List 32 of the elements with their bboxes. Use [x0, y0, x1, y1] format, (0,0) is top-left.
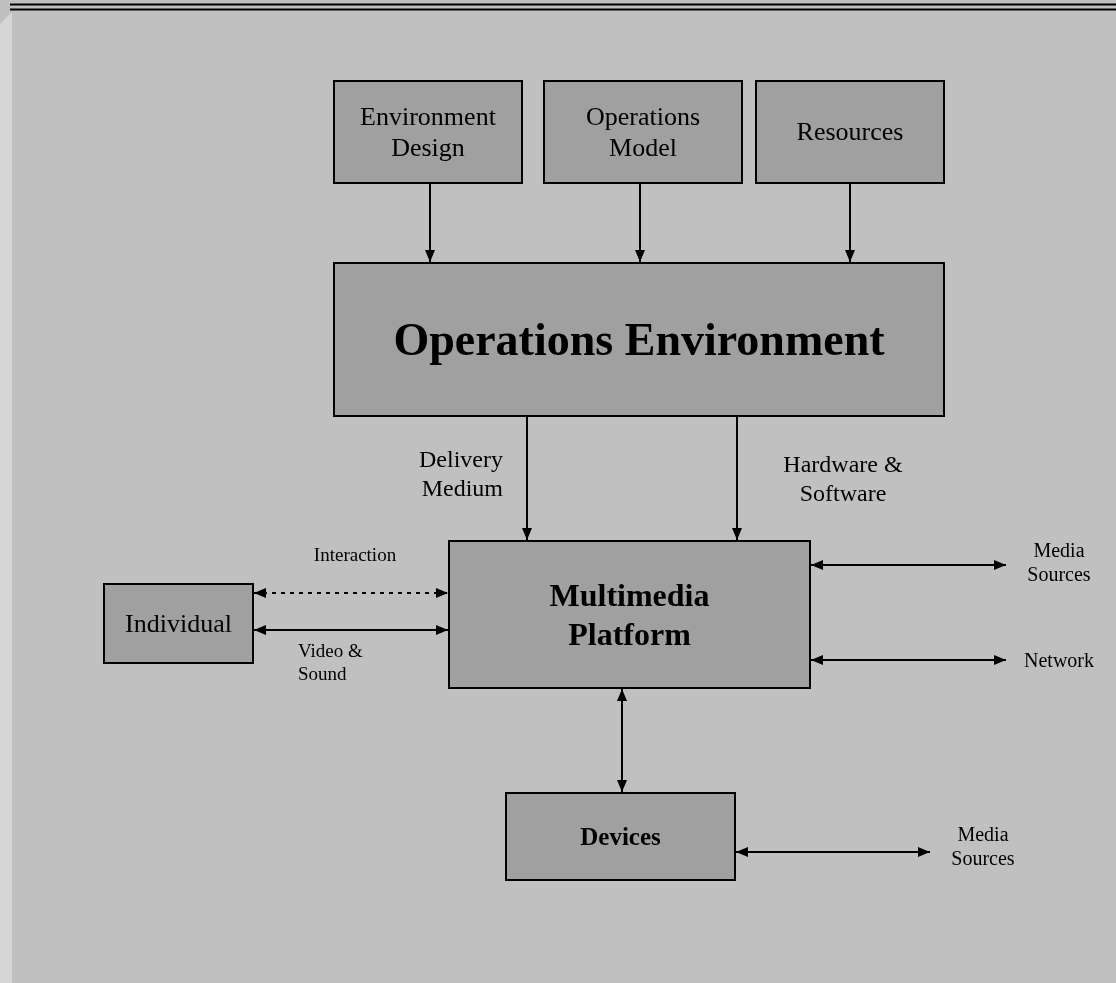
text-label: Network [1006, 645, 1112, 675]
arrow [732, 416, 742, 541]
box-label: Environment Design [359, 100, 497, 164]
box-label: Multimedia Platform [548, 576, 711, 653]
edge-label: Interaction [312, 544, 398, 567]
text-label: Media Sources [1006, 532, 1112, 592]
text-label: Media Sources [930, 816, 1036, 876]
process-box [448, 540, 811, 689]
arrow [810, 655, 1007, 665]
box-label: Operations Environment [393, 312, 885, 367]
edge-label: Hardware & Software [782, 450, 904, 508]
arrow [810, 560, 1007, 570]
arrow [253, 625, 449, 635]
process-box [505, 792, 736, 881]
edge-label: Video & Sound [298, 640, 364, 686]
box-label: Individual [125, 607, 232, 640]
process-box [333, 80, 523, 184]
box-label: Operations Model [584, 100, 702, 164]
process-box [543, 80, 743, 184]
arrow [735, 847, 931, 857]
process-box [103, 583, 254, 664]
process-box [333, 262, 945, 417]
box-label: Devices [580, 821, 661, 852]
arrow [635, 183, 645, 263]
arrow [617, 688, 627, 793]
arrow [845, 183, 855, 263]
dashed-arrow [253, 588, 449, 598]
process-box [755, 80, 945, 184]
arrow [522, 416, 532, 541]
box-label: Resources [796, 116, 904, 148]
arrow [425, 183, 435, 263]
edge-label: Delivery Medium [418, 445, 503, 503]
